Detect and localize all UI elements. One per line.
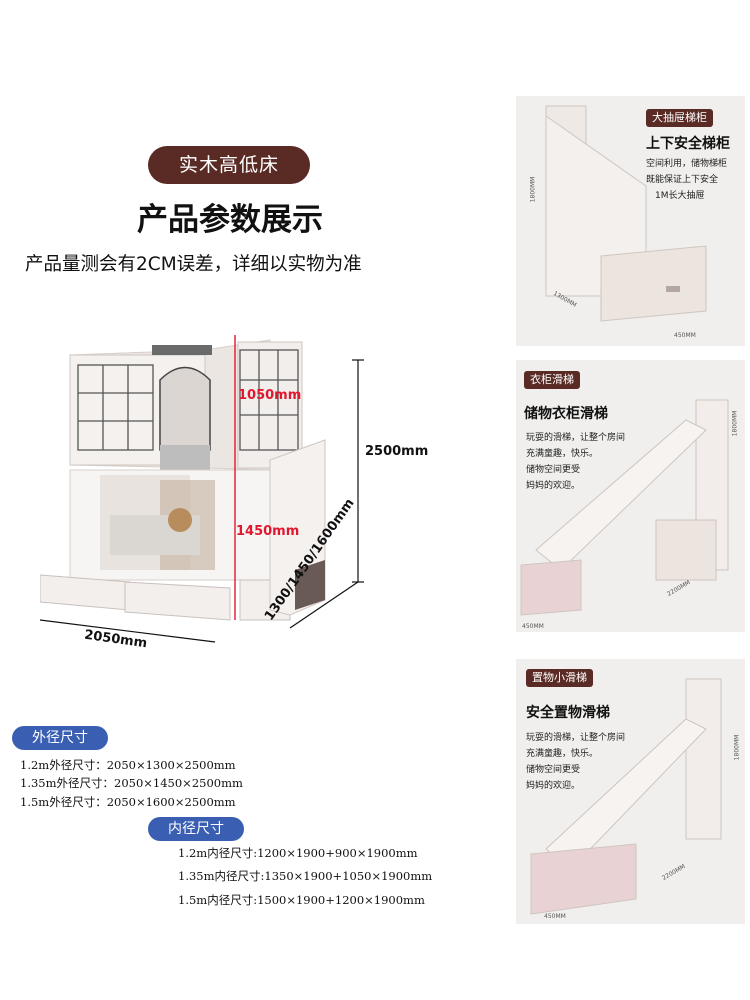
dimension-label: 1800MM bbox=[529, 176, 537, 203]
panel-text: 玩耍的滑梯，让整个房间 bbox=[526, 433, 626, 443]
panel-text: 充满童趣，快乐。 bbox=[526, 749, 599, 759]
panel-heading: 上下安全梯柜 bbox=[646, 136, 730, 152]
dimension-label: 450MM bbox=[544, 913, 566, 920]
dimension-label: 1800MM bbox=[733, 734, 741, 761]
panel-text: 既能保证上下安全 bbox=[646, 175, 719, 185]
outer-spec-pill: 外径尺寸 bbox=[12, 726, 108, 750]
page-title: 产品参数展示 bbox=[137, 202, 323, 238]
panel-tag: 大抽屉梯柜 bbox=[646, 109, 713, 127]
product-badge: 实木高低床 bbox=[148, 146, 310, 184]
measurement-note: 产品量测会有2CM误差，详细以实物为准 bbox=[25, 254, 362, 275]
panel-text: 充满童趣，快乐。 bbox=[526, 449, 599, 459]
panel-text: 妈妈的欢迎。 bbox=[526, 781, 581, 791]
storage-slide-illustration bbox=[530, 678, 722, 915]
wardrobe-slide-illustration bbox=[520, 399, 729, 616]
outer-spec-line: 1.2m外径尺寸：2050×1300×2500mm bbox=[20, 758, 236, 772]
lower-height-label: 1450mm bbox=[236, 524, 300, 539]
bunk-bed-illustration bbox=[40, 335, 364, 643]
panel-text: 储物空间更受 bbox=[526, 465, 581, 475]
storage-slide-panel: 置物小滑梯 安全置物滑梯 玩耍的滑梯，让整个房间 充满童趣，快乐。 储物空间更受… bbox=[516, 659, 745, 924]
dimension-label: 1800MM bbox=[731, 410, 739, 437]
panel-tag: 衣柜滑梯 bbox=[524, 371, 580, 389]
panel-text: 储物空间更受 bbox=[526, 765, 581, 775]
panel-text: 1M长大抽屉 bbox=[655, 191, 705, 201]
wardrobe-slide-panel: 衣柜滑梯 储物衣柜滑梯 玩耍的滑梯，让整个房间 充满童趣，快乐。 储物空间更受 … bbox=[516, 360, 745, 632]
panel-text: 空间利用，储物梯柜 bbox=[646, 159, 728, 169]
inner-spec-line: 1.5m内径尺寸:1500×1900+1200×1900mm bbox=[178, 893, 425, 907]
outer-spec-line: 1.5m外径尺寸：2050×1600×2500mm bbox=[20, 795, 236, 809]
panel-text: 玩耍的滑梯，让整个房间 bbox=[526, 733, 626, 743]
upper-height-label: 1050mm bbox=[238, 388, 302, 403]
inner-spec-line: 1.2m内径尺寸:1200×1900+900×1900mm bbox=[178, 846, 418, 860]
inner-spec-line: 1.35m内径尺寸:1350×1900+1050×1900mm bbox=[178, 869, 433, 883]
inner-spec-pill: 内径尺寸 bbox=[148, 817, 244, 841]
dimension-label: 450MM bbox=[674, 332, 696, 339]
stair-cabinet-illustration bbox=[545, 105, 707, 322]
outer-spec-line: 1.35m外径尺寸：2050×1450×2500mm bbox=[20, 776, 243, 790]
dimension-label: 450MM bbox=[522, 623, 544, 630]
panel-heading: 储物衣柜滑梯 bbox=[524, 406, 608, 422]
total-height-label: 2500mm bbox=[365, 444, 429, 459]
panel-text: 妈妈的欢迎。 bbox=[526, 481, 581, 491]
panel-heading: 安全置物滑梯 bbox=[526, 705, 610, 721]
stair-cabinet-panel: 大抽屉梯柜 上下安全梯柜 空间利用，储物梯柜 既能保证上下安全 1M长大抽屉 1… bbox=[516, 96, 745, 346]
panel-tag: 置物小滑梯 bbox=[526, 669, 593, 687]
